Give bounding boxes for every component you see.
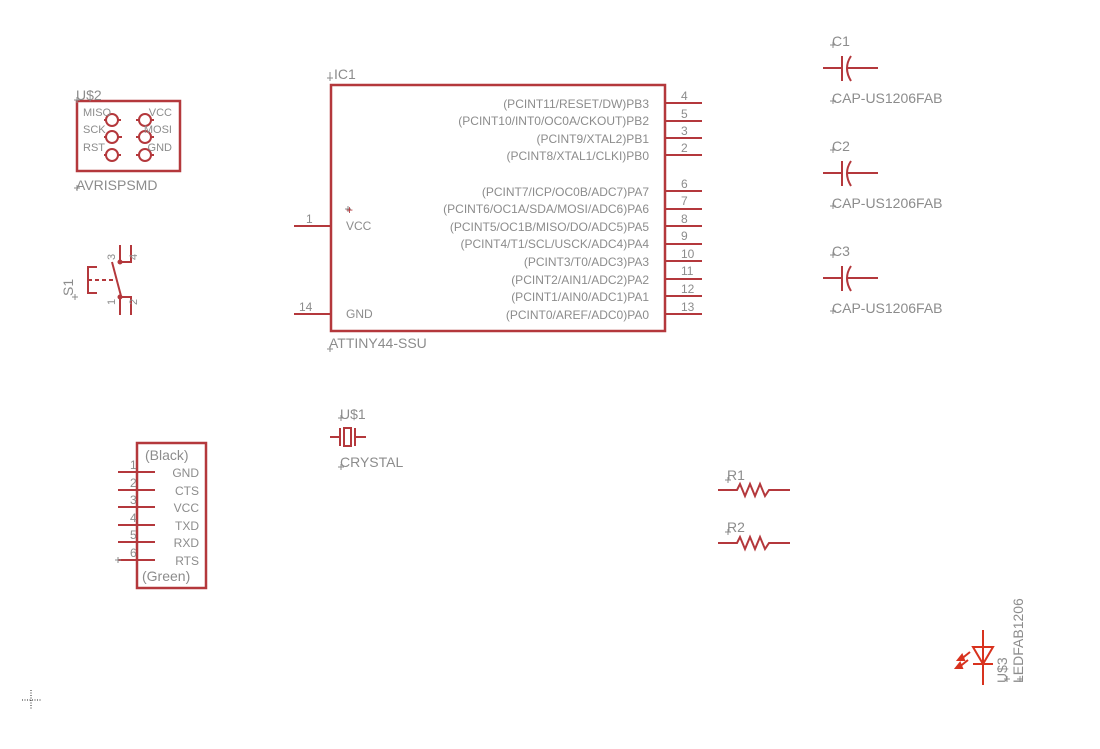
c3-value: CAP-US1206FAB [832,300,943,316]
ftdi-pin-label: VCC [174,501,200,515]
origin-crosshair-icon [22,690,42,710]
led-value: LEDFAB1206 [1010,598,1026,683]
crystal-name: U$1 [340,406,366,422]
component-capacitor-c1[interactable] [823,55,878,82]
avrisp-pin-label: RST [83,142,105,154]
ic1-pin-number: 6 [681,177,688,191]
component-capacitor-c2[interactable] [823,160,878,187]
avrisp-pin-label: VCC [149,107,172,119]
component-switch-s1[interactable] [87,245,132,315]
component-capacitor-c3[interactable] [823,265,878,292]
ic1-pin-label: GND [346,307,373,321]
switch-name: S1 [60,279,76,296]
ic1-pin-label: (PCINT0/AREF/ADC0)PA0 [506,308,649,322]
ic1-value: ATTINY44-SSU [329,335,427,351]
avrisp-pin-label: SCK [83,124,106,136]
c2-value: CAP-US1206FAB [832,195,943,211]
avrisp-pin-label: MOSI [144,124,172,136]
ftdi-pin-label: RTS [175,554,199,568]
ic1-pin-number: 14 [299,300,313,314]
ic1-pin-number: 8 [681,212,688,226]
ic1-pin-label: (PCINT3/T0/ADC3)PA3 [524,255,649,269]
ftdi-pin-label: GND [172,466,199,480]
origin-markers [72,42,1023,682]
ic1-name: IC1 [334,66,356,82]
component-ftdi-header[interactable] [118,441,208,590]
component-resistor-r2[interactable] [718,534,790,552]
ic1-pin-label: (PCINT8/XTAL1/CLKI)PB0 [507,149,650,163]
ftdi-pin-number: 1 [130,458,137,472]
ftdi-top-label: (Black) [145,447,189,463]
ic1-pin-label: (PCINT7/ICP/OC0B/ADC7)PA7 [482,185,649,199]
ic1-pin-number: 2 [681,141,688,155]
ic1-pin-label: (PCINT5/OC1B/MISO/DO/ADC5)PA5 [450,220,649,234]
switch-pin-number: 3 [106,254,118,260]
ftdi-pin-number: 2 [130,476,137,490]
switch-pin-number: 2 [128,299,140,305]
component-attiny44[interactable] [294,83,702,333]
ftdi-pin-label: CTS [175,484,199,498]
avrisp-pin-label: MISO [83,107,112,119]
ic1-pin-label: (PCINT2/AIN1/ADC2)PA2 [511,273,649,287]
ic1-pin-number: 5 [681,107,688,121]
switch-pin-number: 4 [128,254,140,260]
ic1-pin-label: (PCINT10/INT0/OC0A/CKOUT)PB2 [458,114,649,128]
ic1-pin-label: (PCINT4/T1/SCL/USCK/ADC4)PA4 [461,237,650,251]
r2-name: R2 [727,519,745,535]
ic1-pin-label: (PCINT9/XTAL2)PB1 [537,132,650,146]
component-resistor-r1[interactable] [718,481,790,499]
c1-value: CAP-US1206FAB [832,90,943,106]
ic1-pin-label: VCC [346,219,372,233]
ftdi-pin-label: RXD [174,536,200,550]
ftdi-bottom-label: (Green) [142,568,190,584]
ftdi-pin-number: 6 [130,546,137,560]
ic1-pin-label: (PCINT6/OC1A/SDA/MOSI/ADC6)PA6 [443,202,649,216]
avrisp-value: AVRISPSMD [76,177,157,193]
ftdi-pin-number: 4 [130,511,137,525]
avrisp-pin-label: GND [148,142,173,154]
ic1-pin-number: 10 [681,247,695,261]
crystal-value: CRYSTAL [340,454,403,470]
ftdi-pin-number: 5 [130,528,137,542]
ftdi-pin-number: 3 [130,493,137,507]
component-avrisp-header[interactable] [75,99,182,173]
ftdi-pin-label: TXD [175,519,199,533]
avrisp-name: U$2 [76,87,102,103]
ic1-pin-number: 13 [681,300,695,314]
ic1-pin-label: (PCINT1/AIN0/ADC1)PA1 [511,290,649,304]
component-crystal[interactable] [330,427,366,447]
ic1-pin-number: 1 [306,212,313,226]
led-name: U$3 [994,657,1010,683]
switch-pin-number: 1 [106,299,118,305]
ic1-pin-number: 9 [681,229,688,243]
ic1-pin-number: 11 [681,264,694,278]
c2-name: C2 [832,138,850,154]
component-led[interactable] [953,630,995,685]
ic1-pin-number: 7 [681,194,688,208]
ic1-pin-number: 4 [681,89,688,103]
c1-name: C1 [832,33,850,49]
c3-name: C3 [832,243,850,259]
ic1-pin-number: 3 [681,124,688,138]
ic1-pin-number: 12 [681,282,695,296]
ic1-pin-label: (PCINT11/RESET/DW)PB3 [503,97,649,111]
r1-name: R1 [727,467,745,483]
vcc-plus-mark: + [346,203,353,217]
